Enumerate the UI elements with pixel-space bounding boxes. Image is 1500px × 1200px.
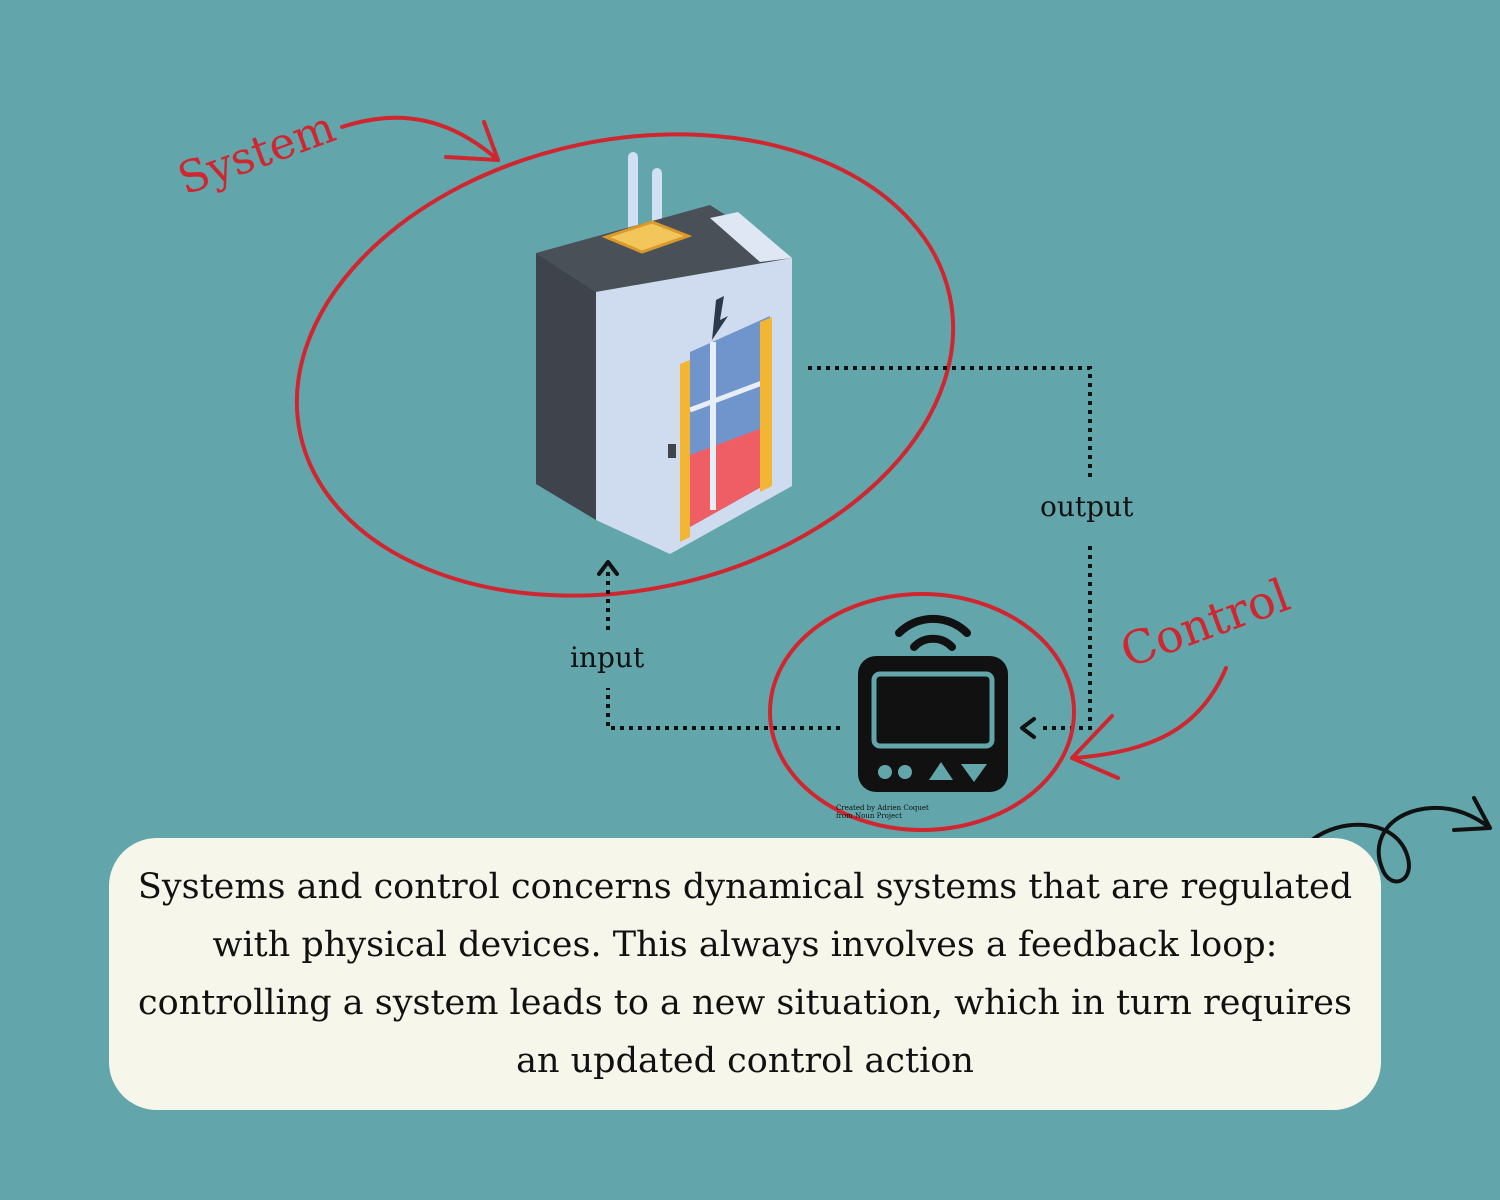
control-arrow xyxy=(1072,666,1228,760)
credit-line-1: Created by Adrien Coquet xyxy=(836,804,929,812)
output-line-lower xyxy=(1038,546,1092,730)
wifi-icon xyxy=(895,614,971,651)
system-label: System xyxy=(171,102,342,206)
system-ellipse xyxy=(294,132,956,598)
caption-box: Systems and control concerns dynamical s… xyxy=(109,838,1381,1110)
system-arrow xyxy=(340,115,500,162)
output-label: output xyxy=(1040,490,1134,523)
output-line xyxy=(808,366,1092,482)
input-label: input xyxy=(570,641,645,674)
control-arrowhead xyxy=(1070,714,1120,780)
output-arrowhead xyxy=(1020,717,1036,739)
caption-text: Systems and control concerns dynamical s… xyxy=(137,867,1353,1081)
input-line xyxy=(606,688,840,730)
controller-icon xyxy=(858,656,1008,792)
elevator-icon xyxy=(536,152,792,554)
credit-line-2: from Noun Project xyxy=(836,812,902,820)
system-arrowhead xyxy=(444,120,500,162)
input-arrowhead xyxy=(597,560,619,576)
control-ellipse xyxy=(768,592,1076,832)
swirl-arrow-icon xyxy=(1310,796,1492,884)
control-label: Control xyxy=(1113,568,1296,679)
